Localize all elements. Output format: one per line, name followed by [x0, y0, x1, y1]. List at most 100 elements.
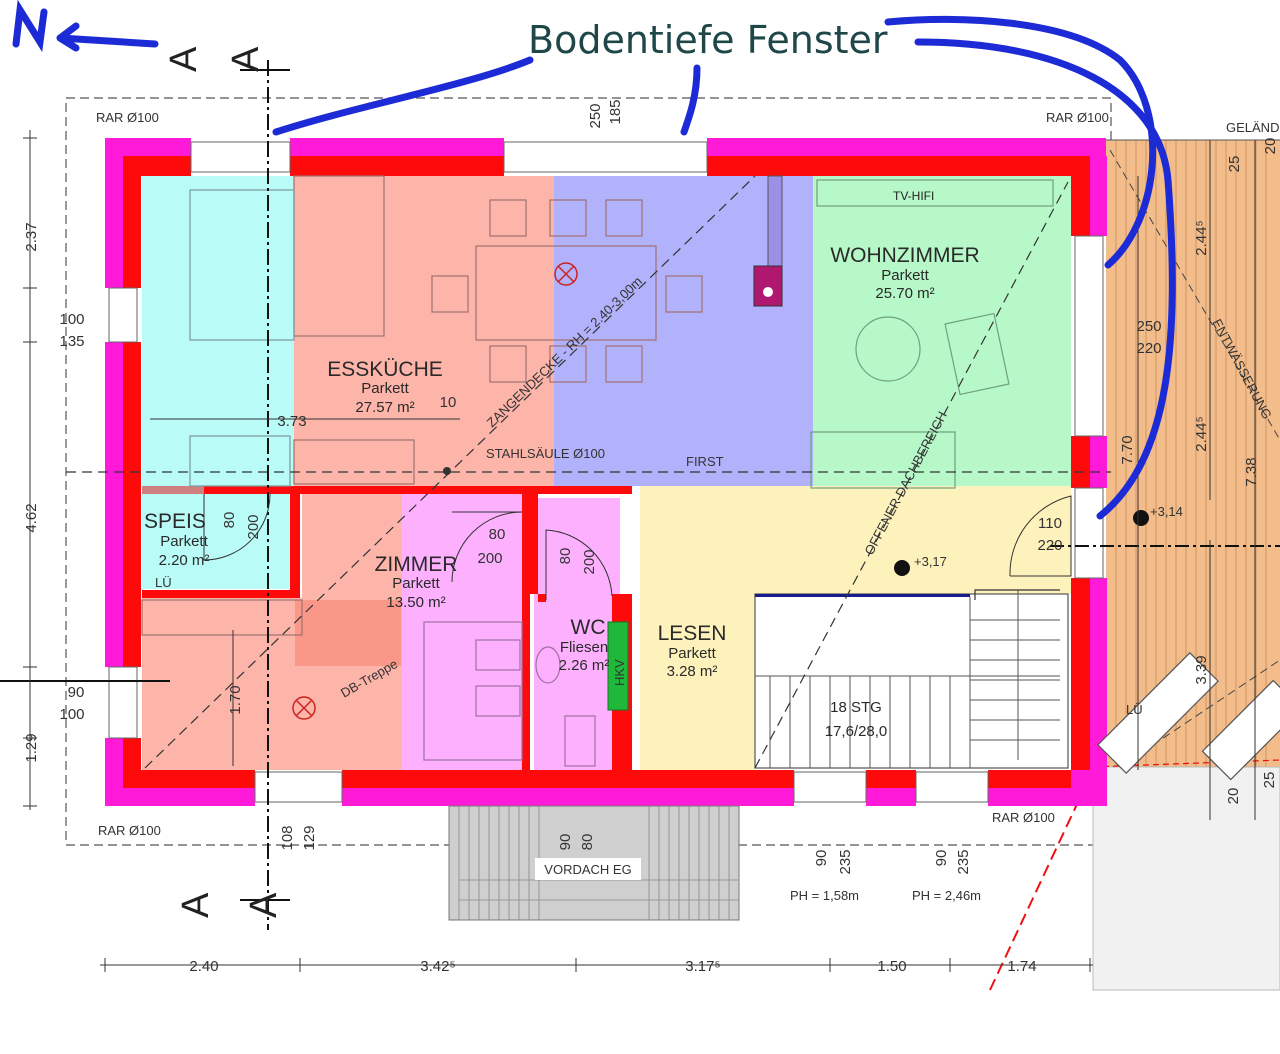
tv-hifi-label: TV-HIFI — [893, 189, 934, 203]
dim-108: 108 — [279, 825, 296, 850]
room-esskueche — [294, 176, 554, 486]
dim-235-win2: 235 — [955, 849, 972, 874]
dim-200-wc: 200 — [581, 549, 598, 574]
dim-left-6: 100 — [59, 706, 84, 723]
dim-220-door: 220 — [1037, 537, 1062, 554]
room-floor-wc: Fliesen — [560, 639, 608, 656]
dim-770: 7.70 — [1119, 435, 1136, 464]
first-label: FIRST — [686, 454, 724, 469]
dim-129: 129 — [301, 825, 318, 850]
windows — [108, 141, 1104, 803]
level-label-2: +3,14 — [1150, 504, 1183, 519]
stairs-label: 18 STG — [830, 699, 882, 716]
room-name-zimmer: ZIMMER — [375, 553, 458, 576]
room-name-wohnzimmer: WOHNZIMMER — [830, 244, 979, 267]
lue-label-1: LÜ — [155, 575, 172, 590]
dim-185-top: 185 — [607, 99, 624, 124]
section-line — [0, 60, 290, 930]
handwritten-title: Bodentiefe Fenster — [528, 18, 888, 62]
level-label-1: +3,17 — [914, 554, 947, 569]
dim-left-1: 2.37 — [23, 222, 40, 251]
dim-80-zimmer: 80 — [489, 526, 506, 543]
dim-90-win1: 90 — [813, 850, 830, 867]
dim-20-bottom: 20 — [1225, 788, 1242, 805]
section-mark-bottom: A — [175, 892, 217, 918]
ceiling-lights — [292, 262, 578, 720]
dim-left-5: 90 — [68, 684, 85, 701]
vordach-label: VORDACH EG — [544, 862, 631, 877]
rar-label-bottom-left: RAR Ø100 — [98, 823, 161, 838]
room-name-speis: SPEIS — [144, 510, 206, 533]
room-area-esskueche: 27.57 m² — [355, 399, 414, 416]
room-name-wc: WC — [571, 616, 606, 639]
hkv-label: HKV — [612, 659, 627, 686]
dim-10: 10 — [440, 394, 457, 411]
room-landing — [755, 486, 1071, 594]
room-floor-lesen: Parkett — [668, 645, 716, 662]
dim-25-bottom: 25 — [1261, 772, 1278, 789]
room-speis-corridor — [142, 176, 294, 489]
furniture — [141, 175, 703, 636]
dim-373: 3.73 — [277, 413, 306, 430]
rar-label-top-left: RAR Ø100 — [96, 110, 159, 125]
room-wohnzimmer — [813, 176, 1071, 486]
boundary-line — [989, 769, 1094, 991]
dim-339: 3.39 — [1193, 655, 1210, 684]
dim-250-right: 250 — [1136, 318, 1161, 335]
room-zimmer-right — [402, 493, 524, 770]
section-mark-bottom-2: A — [243, 892, 285, 918]
dim-bottom-5: 1.74 — [1007, 958, 1036, 975]
dim-244-b: 2.44⁵ — [1193, 416, 1210, 451]
dim-left-4: 4.62 — [23, 503, 40, 532]
room-floor-speis: Parkett — [160, 533, 208, 550]
rar-label-top-right: RAR Ø100 — [1046, 110, 1109, 125]
dim-90-win2: 90 — [933, 850, 950, 867]
gelaende-label: GELÄNDE — [1226, 120, 1280, 135]
dim-244-a: 2.44⁵ — [1193, 220, 1210, 255]
room-floor-zimmer: Parkett — [392, 575, 440, 592]
ph1-label: PH = 1,58m — [790, 888, 859, 903]
stahlsaeule-marker — [443, 467, 451, 475]
dim-200-zimmer: 200 — [477, 550, 502, 567]
room-floor-wohnzimmer: Parkett — [881, 267, 929, 284]
vordach — [448, 805, 740, 921]
db-treppe-area — [295, 600, 401, 666]
dim-170: 1.70 — [227, 685, 244, 714]
dim-bottom-3: 3.17⁵ — [685, 958, 720, 975]
chimney — [753, 175, 783, 307]
section-mark-top-2: A — [225, 46, 267, 72]
dim-bottom-1: 2.40 — [189, 958, 218, 975]
handwritten-annotations — [12, 0, 1176, 520]
dim-90-vordach: 90 — [557, 834, 574, 851]
room-area-wohnzimmer: 25.70 m² — [875, 285, 934, 302]
hkv-box — [607, 621, 629, 711]
room-wc — [534, 498, 620, 770]
level-markers — [894, 510, 1149, 576]
staircase — [754, 589, 1069, 769]
dim-left-7: 1.29 — [23, 733, 40, 762]
dim-235-win1: 235 — [837, 849, 854, 874]
ph2-label: PH = 2,46m — [912, 888, 981, 903]
dim-250-top: 250 — [587, 103, 604, 128]
dim-80-speis: 80 — [221, 512, 238, 529]
dim-left-3: 135 — [59, 333, 84, 350]
dim-25-top: 25 — [1226, 156, 1243, 173]
dim-80-wc: 80 — [557, 548, 574, 565]
dim-110: 110 — [1038, 515, 1062, 532]
sun-loungers — [1097, 652, 1280, 781]
dim-220-right: 220 — [1136, 340, 1161, 357]
room-lesen — [640, 486, 755, 770]
room-name-esskueche: ESSKÜCHE — [327, 358, 443, 381]
neighbor-area — [1092, 766, 1280, 991]
rar-label-bottom-right: RAR Ø100 — [992, 810, 1055, 825]
room-name-lesen: LESEN — [658, 622, 727, 645]
room-area-speis: 2.20 m² — [159, 552, 210, 569]
dim-bottom-4: 1.50 — [877, 958, 906, 975]
stahlsaeule-label: STAHLSÄULE Ø100 — [486, 446, 605, 461]
room-area-zimmer: 13.50 m² — [386, 594, 445, 611]
dim-80-vordach: 80 — [579, 834, 596, 851]
dimension-lines — [23, 130, 1256, 972]
room-area-wc: 2.26 m² — [559, 657, 610, 674]
dim-738: 7.38 — [1243, 457, 1260, 486]
